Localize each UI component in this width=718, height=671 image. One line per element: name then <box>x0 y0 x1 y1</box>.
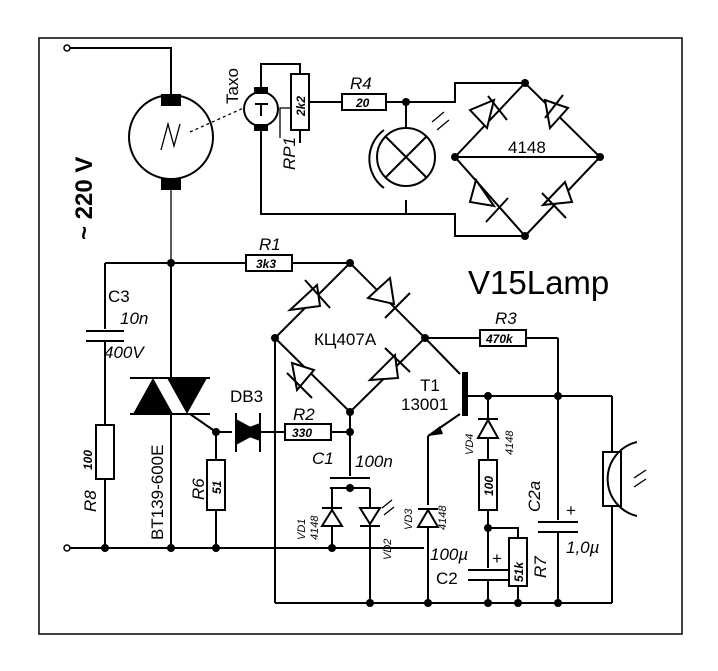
r4-ref: R4 <box>350 74 372 93</box>
diac-db3 <box>235 413 261 452</box>
vd1-value: 4148 <box>309 515 321 540</box>
page-title: V15Lamp <box>468 264 609 301</box>
vd2-ref: VD2 <box>382 539 394 560</box>
t1-ref: T1 <box>420 376 440 395</box>
triac-label: BT139-600E <box>148 445 167 540</box>
bridge-top-label: 4148 <box>508 138 546 157</box>
r3-value: 470k <box>485 332 514 346</box>
vd1-ref: VD1 <box>296 519 308 540</box>
main-bridge <box>271 261 429 603</box>
r7-ref: R7 <box>531 556 550 578</box>
bridge-main-label: КЦ407А <box>314 330 377 349</box>
r2-value: 330 <box>292 426 312 440</box>
bridge-diode-1 <box>468 95 508 131</box>
r8-resistor <box>95 424 115 480</box>
power-stage <box>63 254 424 552</box>
main-bridge-diode-2 <box>365 276 411 319</box>
vd3-ref: VD3 <box>403 508 415 530</box>
bridge-diode-3 <box>468 177 509 223</box>
vd2-led <box>358 499 395 527</box>
c1-section <box>320 432 395 603</box>
triac <box>130 377 217 433</box>
vd4-diode <box>476 417 500 439</box>
r8-value: 100 <box>81 450 95 470</box>
r3-ref: R3 <box>495 309 517 328</box>
supply-label: ~ 220 V <box>71 157 98 240</box>
tacho-label: Taxo <box>223 68 242 104</box>
c2-value: 100µ <box>430 545 468 564</box>
t1-value: 13001 <box>401 395 448 414</box>
motor-circuit <box>63 44 604 263</box>
c3-ref: C3 <box>108 287 130 306</box>
r-vd4-value: 100 <box>482 476 496 496</box>
c1-value: 100n <box>355 452 393 471</box>
main-bridge-diode-3 <box>286 361 316 399</box>
frame <box>38 37 683 635</box>
c2-ref: C2 <box>436 569 458 588</box>
t1-transistor <box>462 372 468 416</box>
rp1-value: 2k2 <box>294 96 308 117</box>
vd1-diode <box>320 507 344 527</box>
r1-resistor <box>245 254 293 272</box>
main-bridge-diode-4 <box>367 347 411 382</box>
r6-ref: R6 <box>189 478 208 500</box>
c2a-ref: C2a <box>525 481 544 512</box>
r1-ref: R1 <box>259 235 281 254</box>
r4-value: 20 <box>355 96 370 110</box>
c3-value: 10n <box>120 309 148 328</box>
vd4-value: 4148 <box>504 430 516 455</box>
r7-value: 51k <box>512 561 526 582</box>
c2-plus: + <box>492 549 502 568</box>
c2a-plus: + <box>566 501 576 520</box>
r6-value: 51 <box>210 480 224 494</box>
diac-label: DB3 <box>230 387 263 406</box>
r1-value: 3k3 <box>256 257 276 271</box>
main-bridge-diode-1 <box>287 279 331 312</box>
vd4-ref: VD4 <box>464 434 476 455</box>
vd3-diode <box>416 508 440 528</box>
c1-ref: C1 <box>312 449 334 468</box>
vd3-value: 4148 <box>437 505 449 530</box>
r2-ref: R2 <box>293 405 315 424</box>
r8-ref: R8 <box>81 490 100 512</box>
c3-voltage: 400V <box>104 343 145 362</box>
c2a-value: 1,0µ <box>566 538 600 557</box>
bridge-diode-4 <box>540 180 574 219</box>
transistor-section <box>275 329 647 607</box>
bridge-diode-2 <box>543 94 570 131</box>
rp1-ref: RP1 <box>280 137 299 170</box>
